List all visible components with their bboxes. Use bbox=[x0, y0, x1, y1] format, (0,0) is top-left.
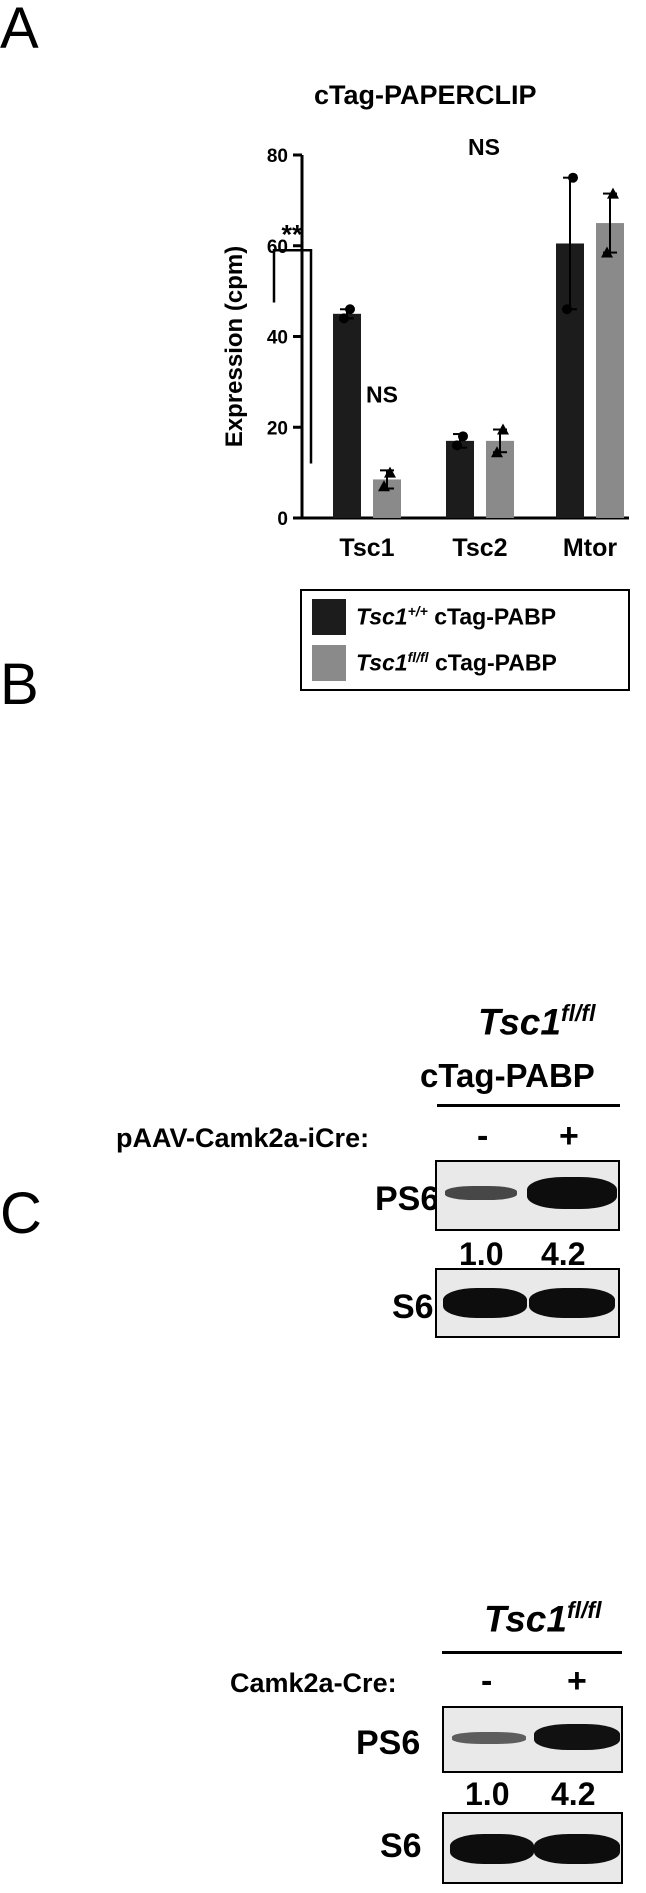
blot-c-divider bbox=[442, 1651, 622, 1654]
blot-b-ps6-band-plus bbox=[527, 1177, 617, 1209]
data-point bbox=[568, 172, 578, 183]
blot-b-minus: - bbox=[477, 1117, 489, 1155]
y-tick-label: 80 bbox=[267, 146, 288, 167]
blot-b-condition: pAAV-Camk2a-iCre: bbox=[116, 1123, 370, 1153]
significance-label: NS bbox=[366, 381, 398, 407]
panel-letter-c: C bbox=[0, 1181, 42, 1246]
bar-wt-tsc1 bbox=[333, 313, 361, 518]
significance-label: ** bbox=[281, 219, 303, 249]
legend-swatch-fl bbox=[312, 645, 346, 681]
x-tick-label: Mtor bbox=[563, 534, 617, 560]
blot-b-ps6-label: PS6 bbox=[375, 1180, 440, 1218]
panel-letter-a: A bbox=[0, 0, 39, 61]
data-point bbox=[378, 480, 390, 492]
blot-c-ps6-label: PS6 bbox=[356, 1724, 421, 1762]
data-point bbox=[452, 440, 462, 451]
data-point bbox=[562, 304, 572, 315]
data-point bbox=[345, 304, 355, 315]
blot-c-ps6-band-plus bbox=[534, 1724, 620, 1750]
legend-entry-fl: Tsc1fl/fl cTag-PABP bbox=[312, 645, 557, 681]
blot-c-s6-band-plus bbox=[534, 1834, 620, 1864]
data-point bbox=[601, 246, 613, 258]
blot-c-minus: - bbox=[481, 1662, 493, 1700]
blot-c-quant-plus: 4.2 bbox=[551, 1776, 596, 1812]
legend-entry-wt: Tsc1+/+ cTag-PABP bbox=[312, 599, 556, 635]
blot-b-divider bbox=[437, 1104, 620, 1107]
chart-title: cTag-PAPERCLIP bbox=[314, 80, 537, 110]
chart-legend: Tsc1+/+ cTag-PABP Tsc1fl/fl cTag-PABP bbox=[300, 589, 630, 691]
legend-label-wt: Tsc1+/+ cTag-PABP bbox=[356, 603, 557, 630]
significance-label: NS bbox=[468, 134, 500, 160]
data-point bbox=[607, 187, 619, 199]
x-tick-label: Tsc1 bbox=[339, 534, 394, 560]
bar-fl-mtor bbox=[596, 223, 624, 518]
significance-bracket bbox=[272, 249, 313, 464]
blot-b-subtitle: cTag-PABP bbox=[420, 1057, 595, 1094]
blot-c-plus: + bbox=[567, 1662, 587, 1700]
y-tick-label: 0 bbox=[277, 509, 288, 530]
blot-c-genotype: Tsc1fl/fl bbox=[484, 1597, 602, 1640]
data-point bbox=[384, 466, 396, 478]
legend-swatch-wt bbox=[312, 599, 346, 635]
blot-b-quant-minus: 1.0 bbox=[459, 1236, 504, 1272]
blot-b-s6-band-plus bbox=[529, 1288, 615, 1318]
blot-b-ps6-panel bbox=[435, 1160, 620, 1231]
blot-b-s6-panel bbox=[435, 1268, 620, 1338]
y-tick-label: 20 bbox=[267, 418, 288, 439]
blot-b-s6-label: S6 bbox=[392, 1288, 434, 1326]
blot-c-quant-minus: 1.0 bbox=[465, 1776, 510, 1812]
blot-c-condition: Camk2a-Cre: bbox=[230, 1668, 397, 1698]
blot-c-ps6-band-minus bbox=[452, 1732, 526, 1744]
bar-wt-tsc2 bbox=[446, 440, 474, 518]
data-point bbox=[497, 423, 509, 435]
blot-b-s6-band-minus bbox=[443, 1288, 527, 1318]
blot-b-ps6-band-minus bbox=[445, 1186, 517, 1200]
x-tick-label: Tsc2 bbox=[452, 534, 507, 560]
blot-b-quant-plus: 4.2 bbox=[541, 1236, 586, 1272]
y-tick-label: 60 bbox=[267, 237, 288, 258]
y-tick-label: 40 bbox=[267, 328, 288, 349]
blot-c-s6-band-minus bbox=[450, 1834, 534, 1864]
blot-c-ps6-panel bbox=[442, 1706, 623, 1773]
data-point bbox=[491, 446, 503, 458]
blot-c-s6-panel bbox=[442, 1812, 623, 1884]
blot-b-plus: + bbox=[559, 1117, 579, 1155]
data-point bbox=[458, 431, 468, 442]
blot-c-s6-label: S6 bbox=[380, 1827, 422, 1865]
blot-b-genotype: Tsc1fl/fl bbox=[478, 1000, 596, 1043]
data-point bbox=[339, 313, 349, 324]
panel-letter-b: B bbox=[0, 652, 39, 717]
y-axis-label: Expression (cpm) bbox=[221, 246, 248, 447]
legend-label-fl: Tsc1fl/fl cTag-PABP bbox=[356, 649, 557, 676]
